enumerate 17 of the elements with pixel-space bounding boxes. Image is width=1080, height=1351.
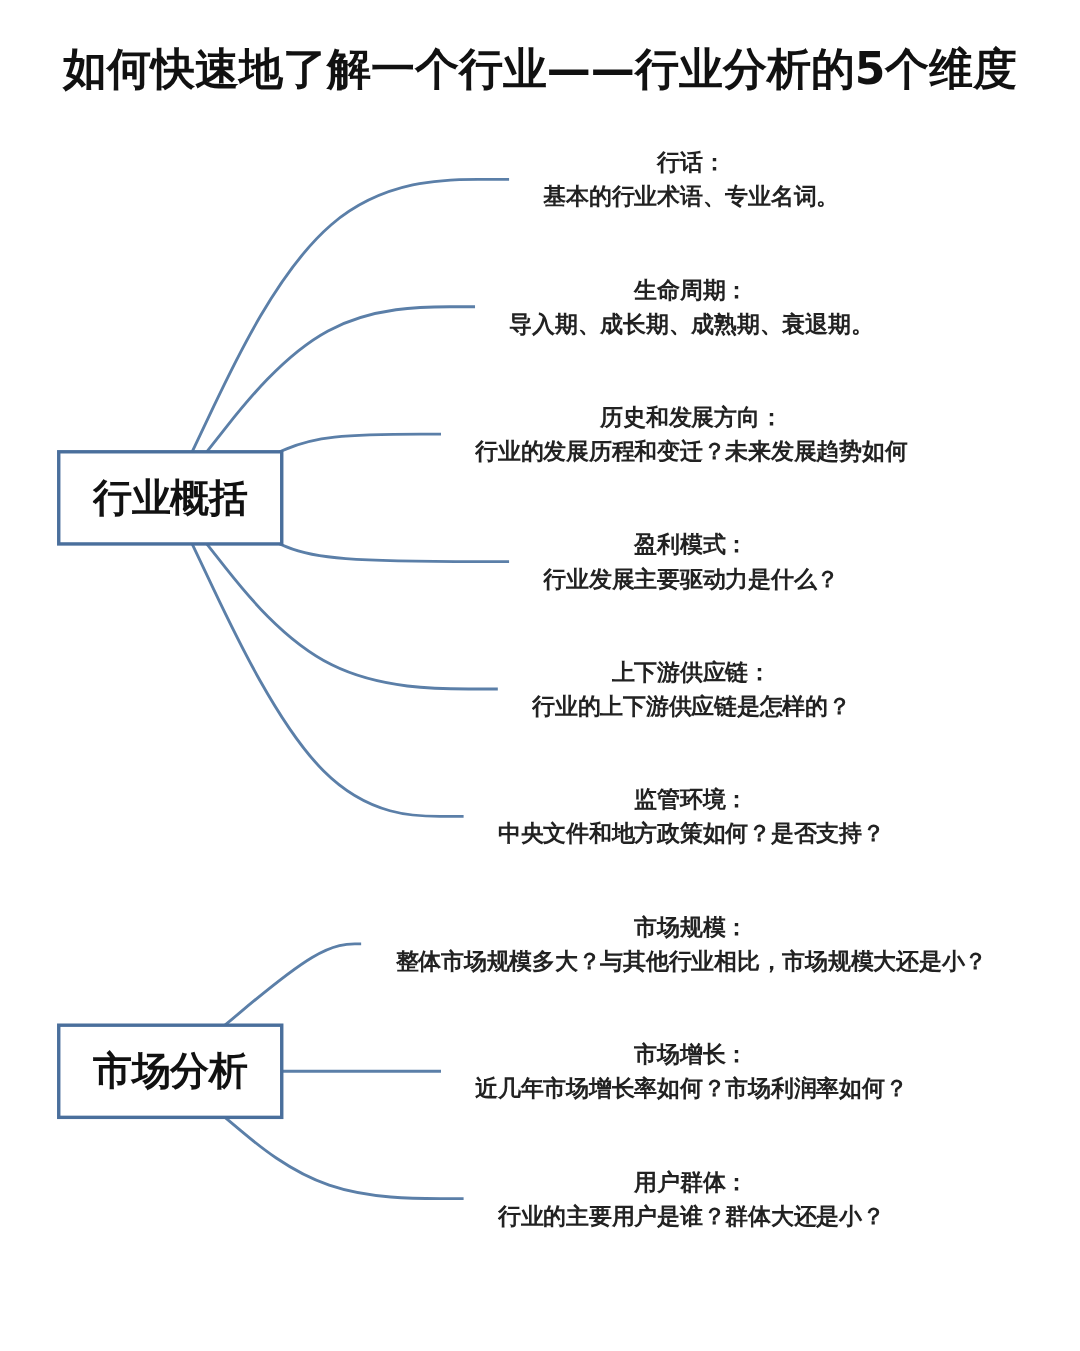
node-text: 用户群体： 行业的主要用户是谁？群体大还是小？ [497,1167,885,1230]
node-text: 行话： 基本的行业术语、专业名词。 [543,148,840,211]
connector [279,432,441,454]
node-text: 市场规模： 整体市场规模多大？与其他行业相比，市场规模大还是小？ [395,913,988,975]
connector [190,543,464,818]
connector [205,305,476,453]
connector [190,177,510,453]
node-text: 监管环境： 中央文件和地方政策如何？是否支持？ [497,785,885,848]
node-text: 上下游供应链： 行业的上下游供应链是怎样的？ [532,658,851,720]
node-box: 市场分析 [57,1023,284,1120]
connector [205,543,498,691]
connector [279,542,510,563]
node-text: 生命周期： 导入期、成长期、成熟期、衰退期。 [509,276,874,338]
diagram-title: 如何快速地了解一个行业——行业分析的5个维度 [61,42,1019,96]
node-text: 市场增长： 近几年市场增长率如何？市场利润率如何？ [475,1040,908,1102]
node-text: 历史和发展方向： 行业的发展历程和变迁？未来发展趋势如何 [475,403,908,465]
node-text: 盈利模式： 行业发展主要驱动力是什么？ [543,530,840,593]
